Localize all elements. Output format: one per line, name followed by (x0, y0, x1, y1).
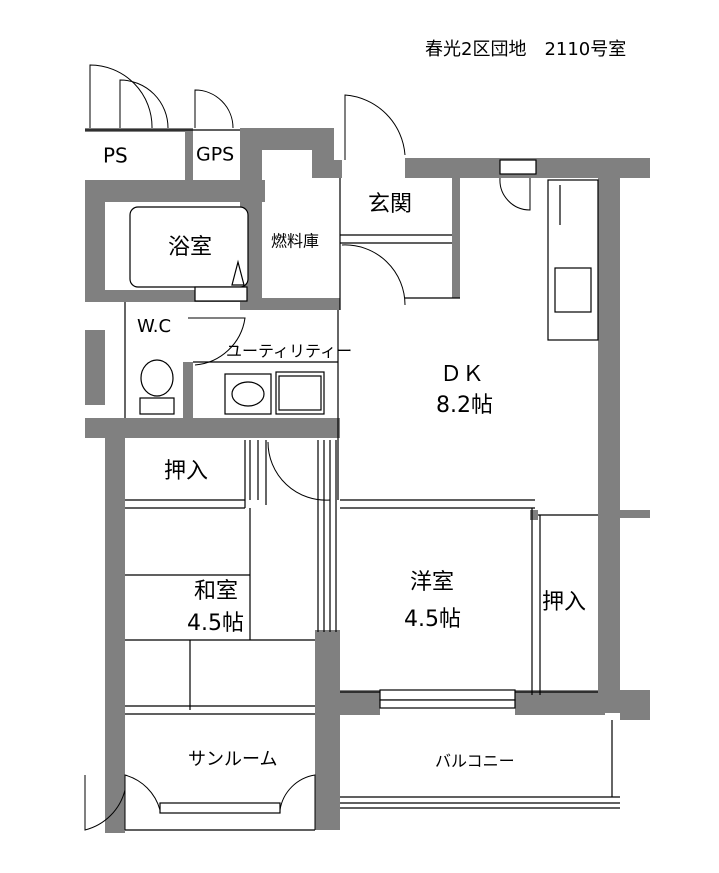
balcony-label: バルコニー (435, 752, 515, 771)
dk-size-label: 8.2帖 (436, 393, 493, 418)
ps-label: PS (103, 144, 128, 168)
youshitsu-size-label: 4.5帖 (404, 607, 461, 632)
toilet (139, 397, 175, 415)
oshiire-left-label: 押入 (164, 459, 208, 484)
oshiire-right-label: 押入 (542, 590, 586, 615)
dk-name-label: ＤＫ (440, 362, 484, 387)
plan-title: 春光2区団地 2110号室 (425, 39, 626, 60)
genkan-label: 玄関 (368, 192, 412, 217)
washitsu-name-label: 和室 (194, 579, 238, 604)
wc-label: W.C (137, 316, 171, 337)
youshitsu-name-label: 洋室 (410, 570, 454, 595)
bathtub (129, 206, 249, 288)
door-swings (84, 64, 531, 831)
partitions (85, 129, 620, 831)
fuel-label: 燃料庫 (271, 232, 319, 251)
washitsu-size-label: 4.5帖 (187, 611, 244, 636)
fixtures (129, 159, 537, 415)
sunroom-label: サンルーム (188, 749, 277, 770)
room-labels: PS GPS 玄関 浴室 燃料庫 W.C ユーティリティー ＤＫ 8.2帖 押入… (103, 144, 586, 771)
bath-label: 浴室 (168, 235, 212, 260)
utility-label: ユーティリティー (226, 342, 352, 361)
gps-label: GPS (196, 144, 234, 166)
